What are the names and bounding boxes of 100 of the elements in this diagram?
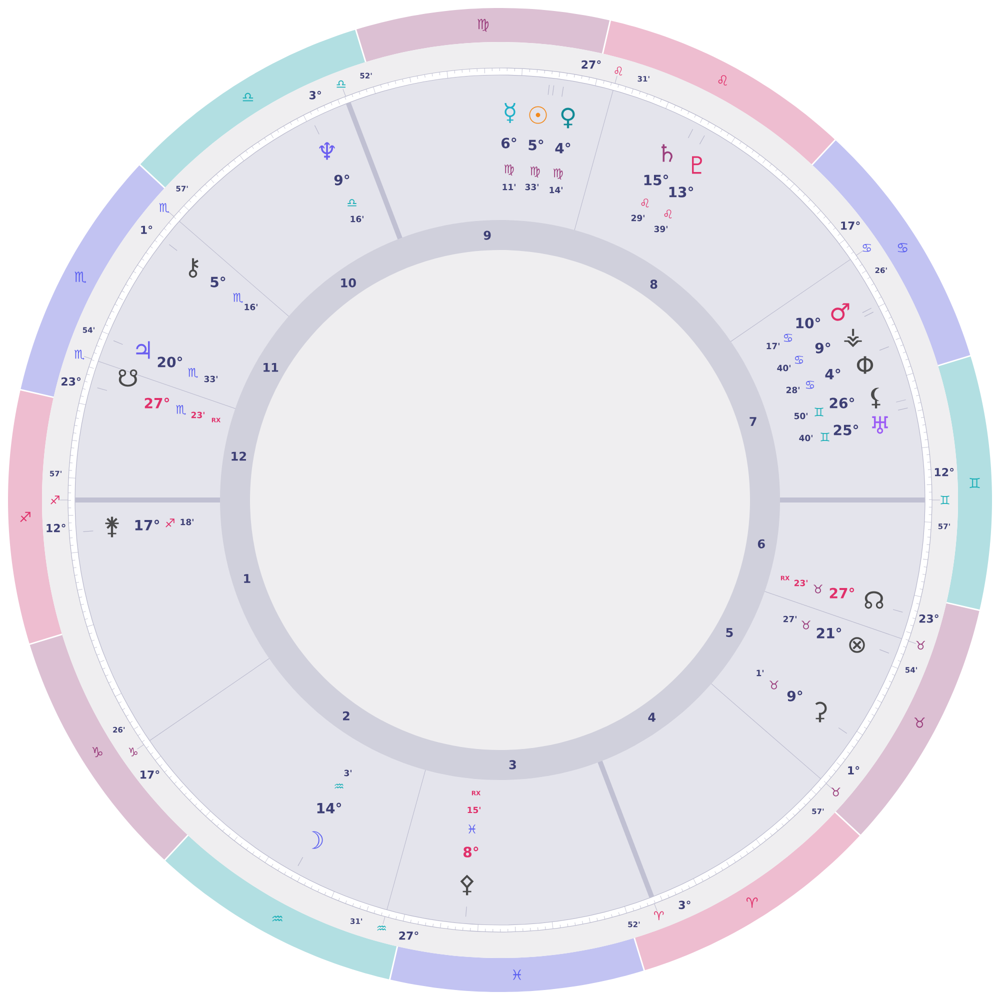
- degree-label: 27°: [830, 588, 854, 598]
- zodiac-sign: ♍: [553, 168, 563, 180]
- zodiac-sign: ♏: [188, 368, 198, 378]
- planet-symbol: Φ: [856, 356, 874, 374]
- minute-label: 3': [344, 770, 352, 776]
- degree-label: 5°: [528, 140, 544, 150]
- house-number: 9: [484, 230, 491, 240]
- planet-symbol: ☽: [312, 831, 323, 849]
- planet-symbol: ♇: [692, 156, 702, 174]
- minute-label: 33': [204, 376, 218, 382]
- degree-label: 9°: [815, 342, 830, 354]
- zodiac-sign: ♌: [718, 75, 727, 86]
- degree-label: 20°: [158, 356, 182, 368]
- zodiac-sign: ♏: [74, 272, 86, 284]
- zodiac-sign: ♉: [916, 640, 925, 650]
- degree-label: 8°: [464, 846, 478, 858]
- degree-label: 4°: [555, 142, 570, 154]
- house-number: 4: [648, 712, 656, 722]
- degree-label: 13°: [669, 186, 694, 198]
- zodiac-sign: ♏: [74, 350, 84, 360]
- zodiac-sign: ♍: [478, 18, 489, 32]
- zodiac-sign: ♐: [166, 518, 174, 528]
- degree-label: 17°: [841, 221, 860, 230]
- degree-label: 12°: [46, 524, 66, 532]
- degree-label: 27°: [144, 398, 170, 408]
- degree-label: 9°: [787, 690, 802, 702]
- planet-symbol: ⚳: [815, 702, 827, 722]
- planet-symbol: ⚸: [871, 388, 880, 408]
- planet-symbol: ♄: [662, 144, 672, 162]
- degree-label: 17°: [135, 520, 160, 530]
- zodiac-sign: ♒: [377, 926, 386, 931]
- zodiac-sign: ♎: [242, 92, 254, 102]
- house-number: 11: [264, 363, 278, 372]
- minute-label: 14': [550, 186, 562, 194]
- degree-label: 6°: [502, 138, 516, 148]
- minute-label: 40': [799, 434, 812, 442]
- minute-label: 29': [631, 214, 644, 222]
- zodiac-sign: ♏: [159, 203, 170, 213]
- degree-label: 23°: [62, 377, 81, 386]
- minute-label: 11': [502, 184, 516, 190]
- planet-symbol: ♂: [831, 303, 850, 321]
- degree-label: 4°: [825, 368, 840, 380]
- planet-symbol: ☿: [504, 103, 516, 123]
- house-number: 1: [244, 574, 250, 583]
- degree-label: 12°: [934, 468, 954, 476]
- degree-label: 1°: [141, 226, 152, 234]
- degree-label: 3°: [309, 90, 321, 100]
- house-number: 2: [343, 711, 350, 720]
- minute-label: 27': [783, 616, 796, 622]
- minute-label: 18': [180, 518, 194, 526]
- minute-label: 15': [468, 806, 480, 814]
- zodiac-sign: ♊: [820, 432, 830, 442]
- degree-label: 9°: [334, 174, 350, 186]
- zodiac-sign: ♋: [784, 334, 792, 342]
- planet-symbol: ☊: [864, 591, 884, 609]
- degree-label: 1°: [848, 766, 860, 774]
- planet-symbol: ⚵: [105, 516, 119, 538]
- planet-symbol: ⊗: [849, 637, 865, 653]
- degree-label: 3°: [678, 900, 690, 910]
- minute-label: 1': [756, 670, 764, 676]
- planet-symbol: ⚶: [844, 328, 862, 348]
- minute-label: 50': [794, 412, 808, 420]
- zodiac-sign: ♋: [794, 356, 804, 364]
- planet-symbol: ☋: [118, 369, 138, 387]
- degree-label: 26°: [830, 398, 854, 408]
- degree-label: 27°: [582, 60, 601, 69]
- degree-label: 10°: [796, 318, 820, 328]
- zodiac-sign: ♊: [970, 478, 980, 488]
- zodiac-sign: ♊: [940, 496, 950, 504]
- minute-label: 40': [777, 364, 790, 372]
- planet-symbol: ⚴: [460, 874, 474, 896]
- zodiac-sign: ♉: [802, 620, 810, 630]
- planet-symbol: ♀: [561, 108, 575, 128]
- minute-label: 23': [794, 580, 808, 586]
- zodiac-sign: ♈: [746, 898, 758, 908]
- zodiac-sign: ♊: [814, 408, 824, 416]
- planet-symbol: ⚷: [188, 258, 198, 278]
- zodiac-sign: ♈: [654, 911, 664, 920]
- zodiac-sign: ♓: [512, 970, 522, 980]
- zodiac-sign: ♉: [770, 680, 778, 690]
- degree-label: 14°: [317, 802, 342, 814]
- zodiac-sign: ♓: [468, 824, 476, 834]
- house-number: 6: [758, 539, 765, 548]
- minute-label: 16': [244, 304, 258, 310]
- house-number: 5: [726, 628, 733, 638]
- zodiac-sign: ♎: [348, 199, 356, 206]
- zodiac-sign: ♐: [50, 496, 60, 504]
- zodiac-sign: ♍: [504, 164, 514, 176]
- zodiac-sign: ♒: [272, 916, 282, 922]
- zodiac-sign: ♐: [20, 512, 30, 522]
- zodiac-sign: ♉: [914, 718, 925, 728]
- degree-label: 27°: [399, 931, 418, 940]
- planet-symbol: ♆: [319, 142, 335, 160]
- minute-label: 33': [525, 184, 538, 190]
- zodiac-sign: ♑: [128, 748, 138, 756]
- zodiac-sign: ♉: [832, 788, 840, 796]
- house-number: 3: [509, 760, 516, 770]
- degree-label: 15°: [644, 174, 668, 186]
- minute-label: 39': [654, 226, 668, 232]
- planet-symbol: ♅: [872, 416, 888, 434]
